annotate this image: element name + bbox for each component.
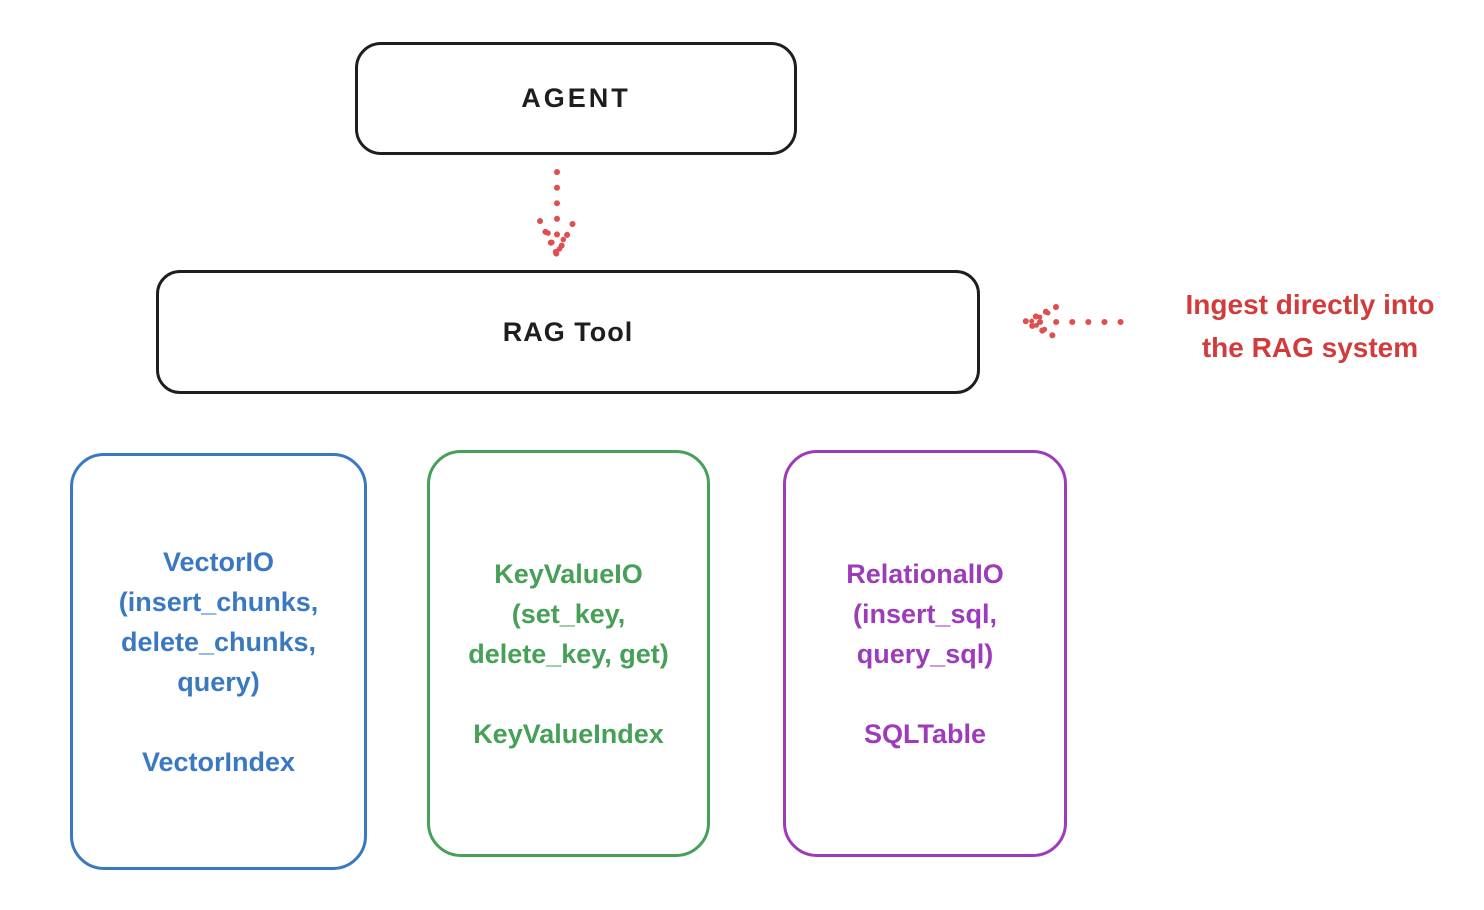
card-line: VectorIO	[162, 546, 275, 577]
dotted-arrow-left-icon	[1016, 304, 1135, 340]
dotted-arrow-down-icon	[537, 169, 577, 263]
card-relational-io: RelationalIO (insert_sql, query_sql) SQL…	[783, 450, 1067, 857]
card-line: (set_key,	[511, 598, 626, 629]
card-line: query_sql)	[856, 638, 994, 669]
card-line: KeyValueIO	[494, 558, 643, 589]
card-line: (insert_sql,	[852, 598, 998, 629]
node-agent-label: AGENT	[521, 83, 631, 113]
card-line: RelationalIO	[846, 558, 1004, 589]
card-line: query)	[177, 666, 260, 697]
card-keyvalue-io: KeyValueIO (set_key, delete_key, get) Ke…	[427, 450, 710, 857]
card-relational-io-lines: RelationalIO (insert_sql, query_sql)	[846, 554, 1004, 674]
card-keyvalue-io-lines: KeyValueIO (set_key, delete_key, get)	[468, 554, 669, 674]
card-footer-label: KeyValueIndex	[473, 718, 664, 749]
node-rag-tool-label: RAG Tool	[502, 316, 634, 347]
card-line: (insert_chunks,	[118, 586, 319, 617]
card-line: delete_key, get)	[468, 638, 669, 669]
card-line: delete_chunks,	[120, 626, 317, 657]
node-rag-tool: RAG Tool	[156, 270, 980, 394]
card-vector-io-lines: VectorIO (insert_chunks, delete_chunks, …	[119, 542, 319, 702]
annotation-ingest: Ingest directly into the RAG system	[1140, 283, 1480, 369]
card-footer-label: SQLTable	[863, 718, 986, 749]
card-vector-io: VectorIO (insert_chunks, delete_chunks, …	[70, 453, 367, 870]
card-footer-label: VectorIndex	[141, 746, 296, 777]
node-agent: AGENT	[355, 42, 797, 155]
annotation-line-2: the RAG system	[1201, 332, 1419, 363]
annotation-line-1: Ingest directly into	[1185, 289, 1435, 320]
